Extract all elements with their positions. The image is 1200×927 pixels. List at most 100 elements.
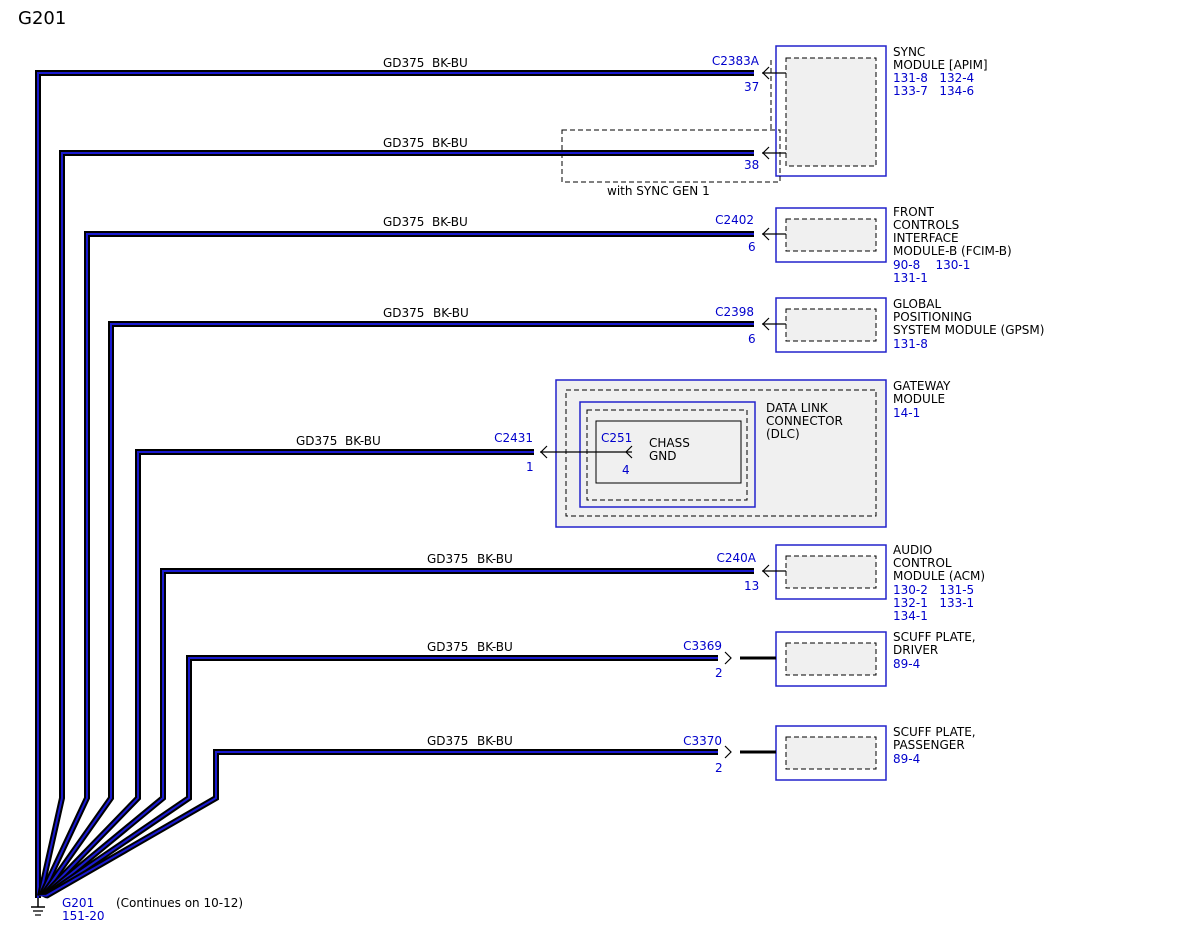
pin-label-c2398: 6 (748, 332, 756, 346)
page-title: G201 (18, 8, 66, 29)
ground-label: G201 (62, 896, 94, 910)
svg-text:SYSTEM MODULE (GPSM): SYSTEM MODULE (GPSM) (893, 323, 1044, 337)
module-label-sync: SYNC MODULE [APIM] 131-8 132-4 133-7 134… (893, 45, 988, 98)
wire-2[interactable] (37, 150, 754, 897)
module-label-gateway: GATEWAY MODULE 14-1 (893, 379, 951, 420)
wire-5[interactable] (40, 449, 534, 899)
svg-text:GATEWAY: GATEWAY (893, 379, 951, 393)
sync-gen1-label: with SYNC GEN 1 (607, 184, 710, 198)
pin-label-c240a: 13 (744, 579, 759, 593)
chassis-ground-line-1: CHASS (649, 436, 690, 450)
pin-label-c2402: 6 (748, 240, 756, 254)
svg-text:131-8: 131-8 (893, 337, 928, 351)
ground-ref: 151-20 (62, 909, 105, 923)
svg-text:BK-BU: BK-BU (345, 434, 381, 448)
chassis-ground-line-2: GND (649, 449, 677, 463)
wire-6-label: GD375 BK-BU (427, 552, 513, 566)
connector-label-c240a: C240A (717, 551, 757, 565)
wire-5-label: GD375 BK-BU (296, 434, 381, 448)
module-fcim-b[interactable] (775, 207, 887, 263)
wire-8[interactable] (44, 749, 718, 899)
wire-7[interactable] (43, 655, 718, 899)
terminal-c240a-13 (762, 564, 786, 578)
wire-1[interactable] (35, 70, 754, 898)
svg-text:INTERFACE: INTERFACE (893, 231, 959, 245)
connector-label-c2398: C2398 (715, 305, 754, 319)
svg-text:MODULE [APIM]: MODULE [APIM] (893, 58, 988, 72)
svg-text:GD375: GD375 (296, 434, 337, 448)
connector-label-c251: C251 (601, 431, 632, 445)
svg-text:134-1: 134-1 (893, 609, 928, 623)
module-label-scuff-driver: SCUFF PLATE, DRIVER 89-4 (893, 630, 976, 671)
pin-label-37: 37 (744, 80, 759, 94)
ground-symbol-icon (31, 898, 45, 916)
wire-4-label: GD375 BK-BU (383, 306, 469, 320)
svg-text:MODULE: MODULE (893, 392, 945, 406)
svg-text:GD375: GD375 (427, 640, 468, 654)
svg-text:GD375: GD375 (383, 306, 424, 320)
svg-text:BK-BU: BK-BU (432, 215, 468, 229)
module-label-scuff-passenger: SCUFF PLATE, PASSENGER 89-4 (893, 725, 976, 766)
wire-4[interactable] (39, 321, 754, 898)
svg-text:CONTROL: CONTROL (893, 556, 952, 570)
svg-text:FRONT: FRONT (893, 205, 935, 219)
wire-2-label: GD375 BK-BU (383, 136, 468, 150)
connector-label-c2431: C2431 (494, 431, 533, 445)
svg-text:GD375: GD375 (383, 56, 424, 70)
pin-label-c251: 4 (622, 463, 630, 477)
svg-text:89-4: 89-4 (893, 752, 920, 766)
svg-text:GLOBAL: GLOBAL (893, 297, 941, 311)
terminal-38 (762, 146, 786, 160)
svg-text:SYNC: SYNC (893, 45, 925, 59)
wire-7-label: GD375 BK-BU (427, 640, 513, 654)
svg-text:AUDIO: AUDIO (893, 543, 932, 557)
svg-text:BK-BU: BK-BU (432, 56, 468, 70)
module-gpsm[interactable] (775, 297, 887, 353)
module-scuff-plate-driver[interactable] (775, 631, 887, 687)
connector-label-c3369: C3369 (683, 639, 722, 653)
pin-label-38: 38 (744, 158, 759, 172)
module-label-acm: AUDIO CONTROL MODULE (ACM) 130-2 131-5 1… (893, 543, 985, 623)
svg-text:BK-BU: BK-BU (477, 552, 513, 566)
svg-text:GD375: GD375 (383, 215, 424, 229)
module-scuff-plate-passenger[interactable] (775, 725, 887, 781)
wire-8-label: GD375 BK-BU (427, 734, 513, 748)
svg-text:132-1 133-1: 132-1 133-1 (893, 596, 974, 610)
terminal-c2398-6 (762, 317, 786, 331)
svg-text:130-2 131-5: 130-2 131-5 (893, 583, 974, 597)
dlc-name-line-3: (DLC) (766, 427, 800, 441)
ground-continuation-note: (Continues on 10-12) (116, 896, 243, 910)
terminal-c2402-6 (762, 227, 786, 241)
module-label-gpsm: GLOBAL POSITIONING SYSTEM MODULE (GPSM) … (893, 297, 1044, 351)
terminal-c2383a-37 (762, 66, 786, 80)
svg-text:DRIVER: DRIVER (893, 643, 938, 657)
svg-text:131-1: 131-1 (893, 271, 928, 285)
svg-text:14-1: 14-1 (893, 406, 920, 420)
svg-text:89-4: 89-4 (893, 657, 920, 671)
svg-text:GD375: GD375 (383, 136, 424, 150)
svg-text:GD375: GD375 (427, 552, 468, 566)
wire-3[interactable] (38, 231, 754, 898)
svg-text:BK-BU: BK-BU (477, 734, 513, 748)
svg-text:BK-BU: BK-BU (477, 640, 513, 654)
connector-label-c2402: C2402 (715, 213, 754, 227)
pin-label-c3370: 2 (715, 761, 723, 775)
connector-label-c3370: C3370 (683, 734, 722, 748)
svg-text:GD375: GD375 (427, 734, 468, 748)
pin-label-c3369: 2 (715, 666, 723, 680)
module-acm[interactable] (775, 544, 887, 600)
svg-text:90-8 130-1: 90-8 130-1 (893, 258, 970, 272)
svg-text:133-7 134-6: 133-7 134-6 (893, 84, 974, 98)
terminal-c3369-2 (724, 651, 776, 665)
svg-text:MODULE (ACM): MODULE (ACM) (893, 569, 985, 583)
svg-text:SCUFF PLATE,: SCUFF PLATE, (893, 630, 976, 644)
wire-6[interactable] (42, 568, 754, 899)
module-sync-apim[interactable] (775, 45, 887, 177)
terminal-c3370-2 (724, 745, 776, 759)
module-label-fcim-b: FRONT CONTROLS INTERFACE MODULE-B (FCIM-… (893, 205, 1012, 285)
dlc-name-line-2: CONNECTOR (766, 414, 843, 428)
svg-text:POSITIONING: POSITIONING (893, 310, 972, 324)
pin-label-c2431: 1 (526, 460, 534, 474)
svg-text:PASSENGER: PASSENGER (893, 738, 965, 752)
